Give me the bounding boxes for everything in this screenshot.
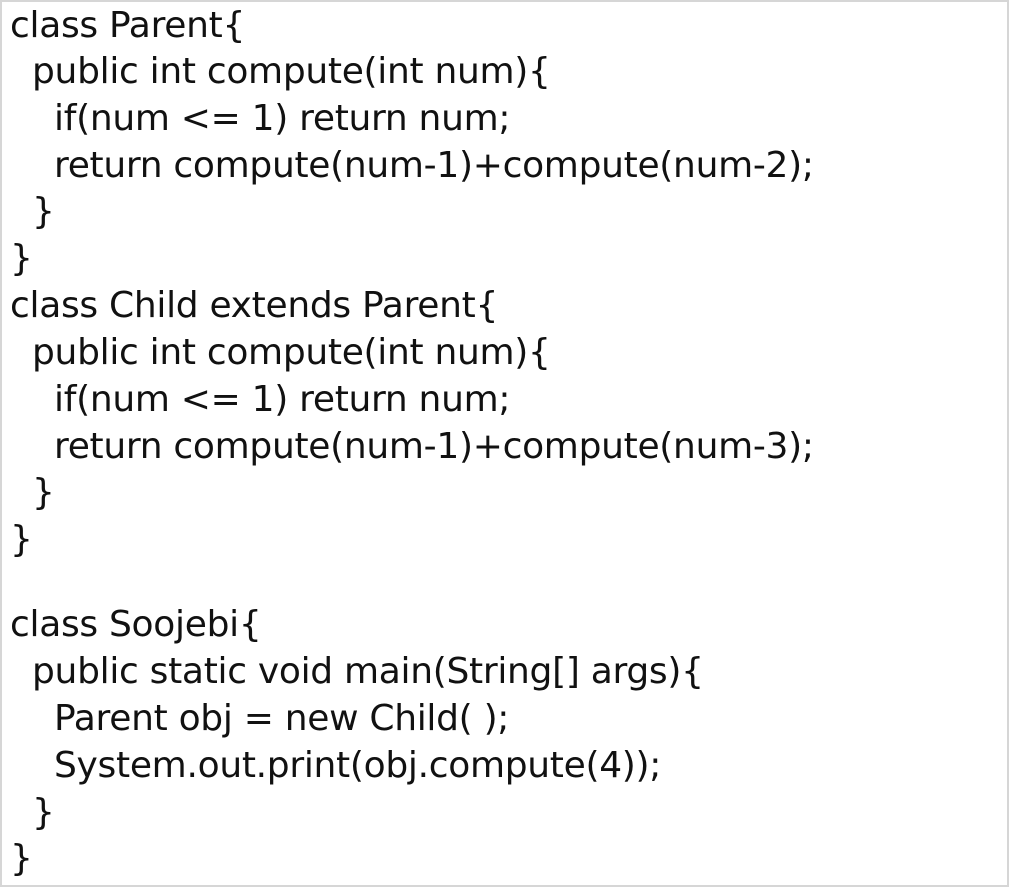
code-line: return compute(num-1)+compute(num-3); xyxy=(54,426,814,467)
code-line: if(num <= 1) return num; xyxy=(54,379,511,420)
code-line: } xyxy=(32,792,55,833)
code-line: public int compute(int num){ xyxy=(32,332,551,373)
code-line: public int compute(int num){ xyxy=(32,51,551,92)
code-line: } xyxy=(32,191,55,232)
code-line: class Parent{ xyxy=(10,5,246,46)
code-line: return compute(num-1)+compute(num-2); xyxy=(54,145,814,186)
code-line: } xyxy=(32,472,55,513)
code-line: public static void main(String[] args){ xyxy=(32,651,704,692)
code-line: System.out.print(obj.compute(4)); xyxy=(54,745,662,786)
code-line: if(num <= 1) return num; xyxy=(54,98,511,139)
code-line: } xyxy=(10,838,33,879)
code-line: Parent obj = new Child( ); xyxy=(54,698,510,739)
code-line: class Child extends Parent{ xyxy=(10,285,499,326)
code-line: } xyxy=(10,238,33,279)
code-line: } xyxy=(10,519,33,560)
code-line: class Soojebi{ xyxy=(10,604,262,645)
